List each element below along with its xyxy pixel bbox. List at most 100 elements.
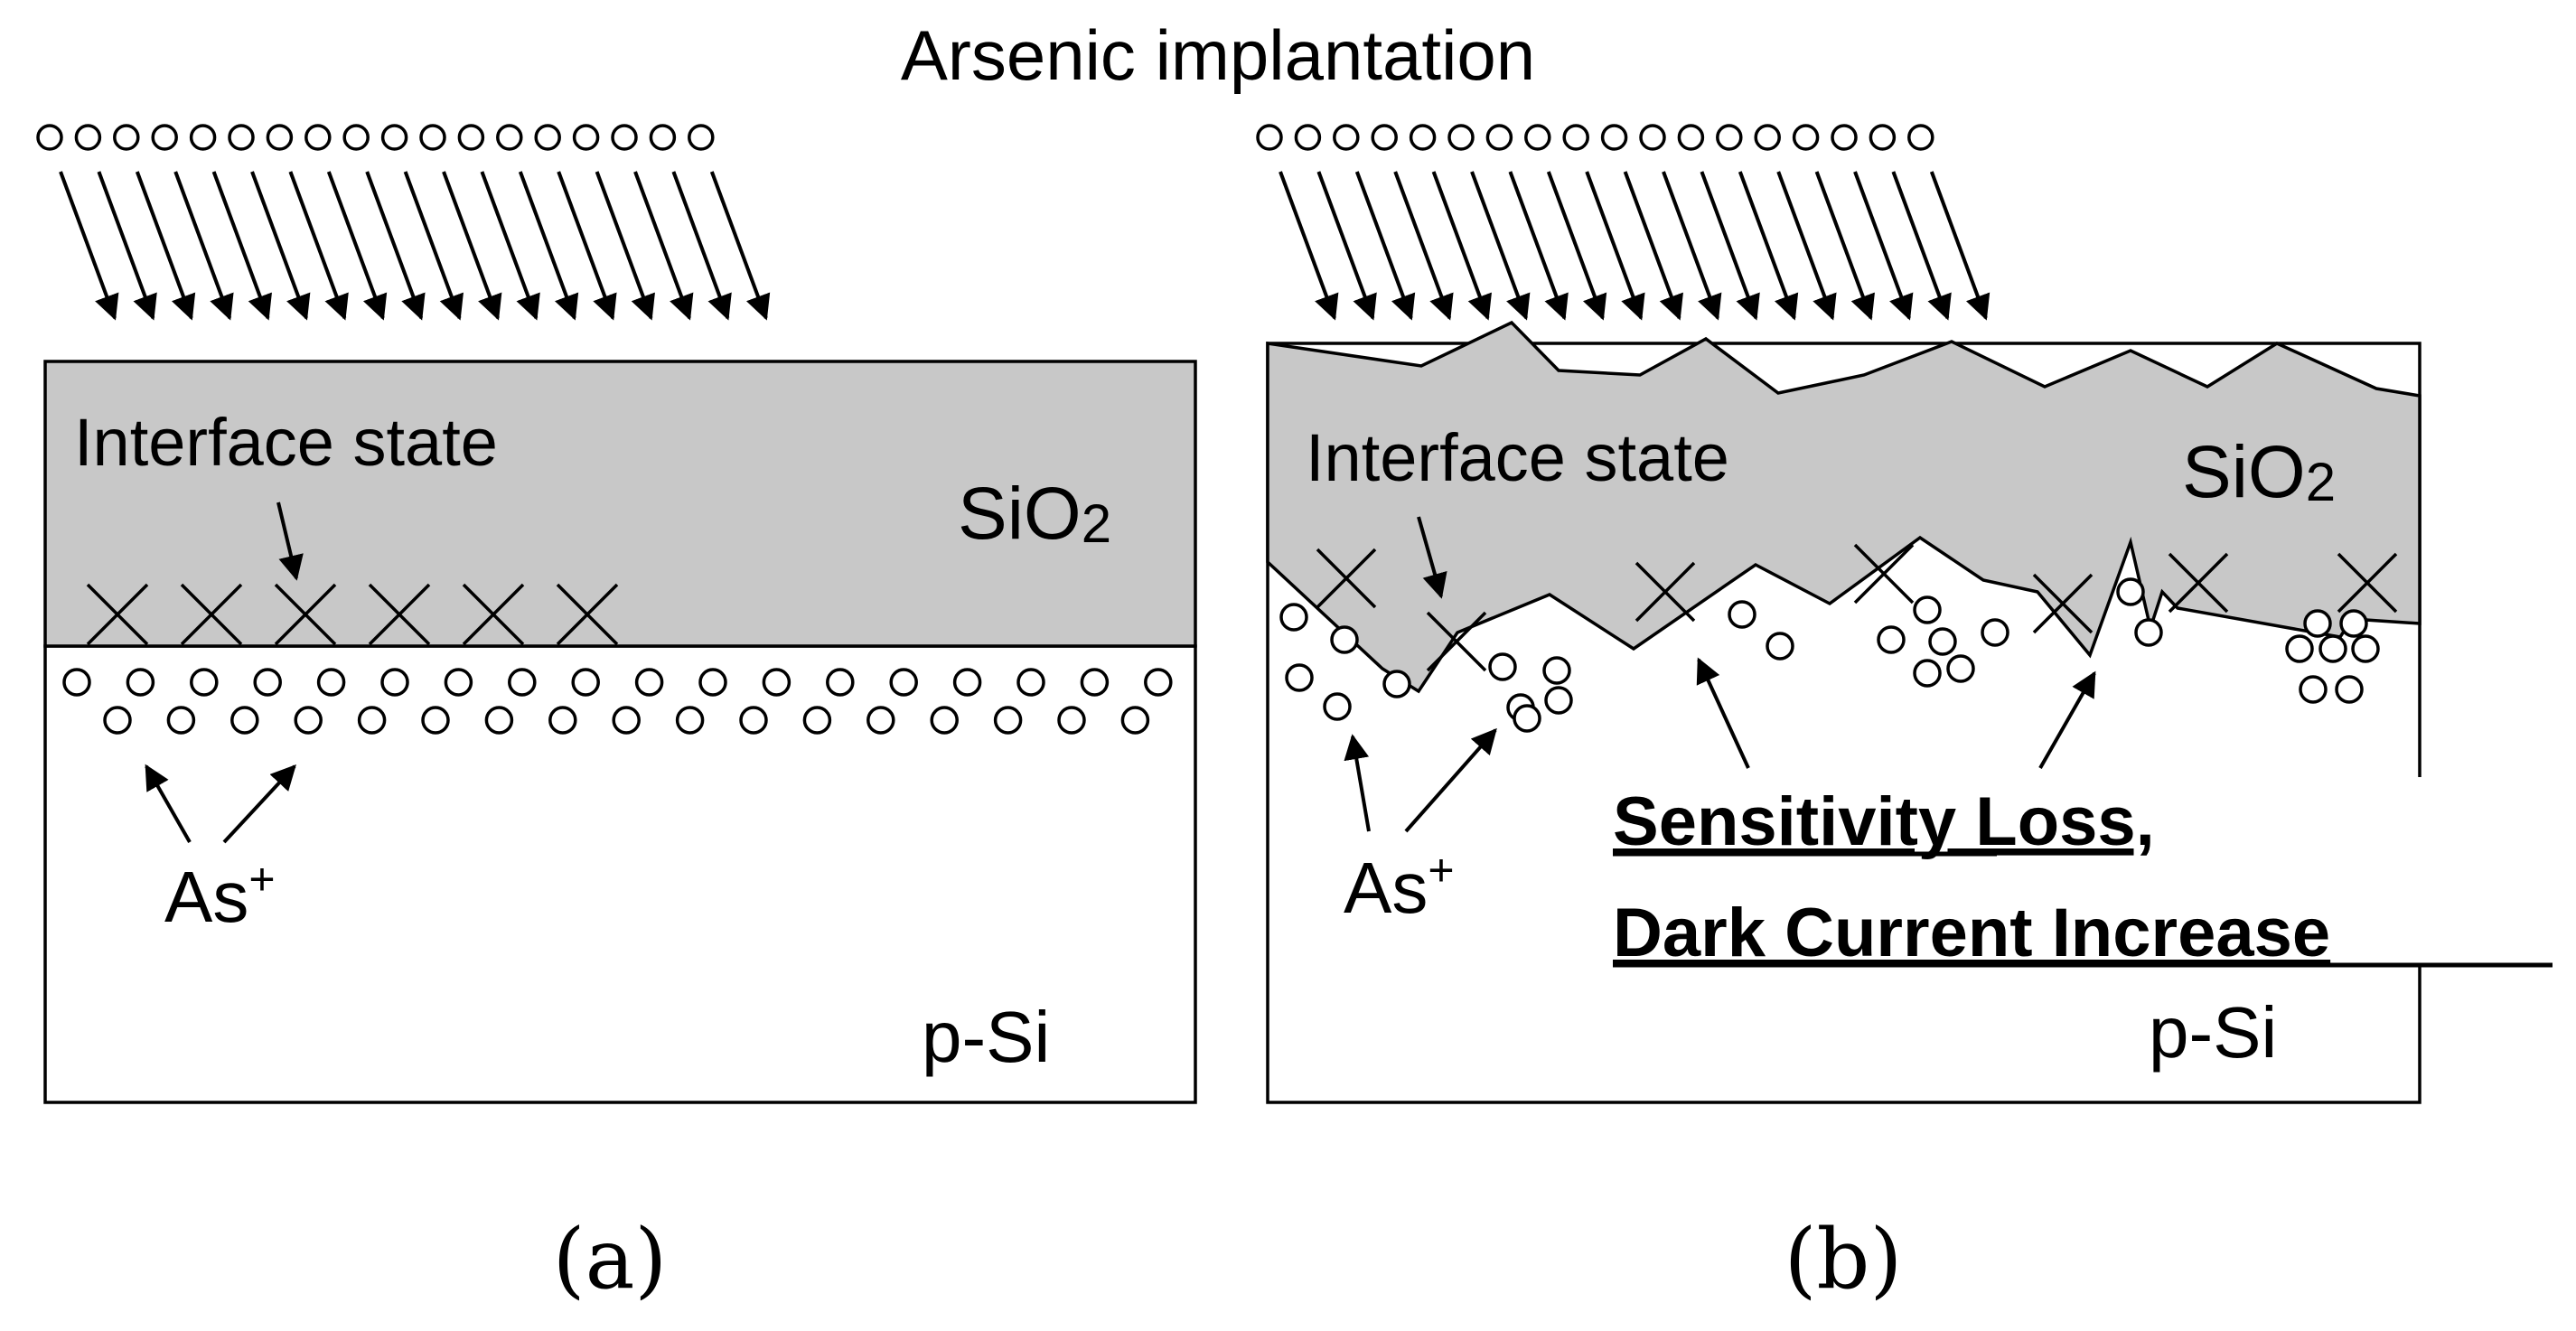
effect-pointer-right: [2038, 670, 2096, 769]
implanted-ion: [508, 668, 537, 697]
interface-state-mark-stroke-2: [1635, 561, 1696, 623]
incoming-ion: [1869, 124, 1897, 151]
implant-arrow: [1431, 171, 1492, 321]
interface-state-mark-stroke-2: [556, 583, 619, 646]
implanted-ion: [762, 668, 792, 697]
interface-state-mark: [2337, 552, 2398, 614]
implant-arrow: [97, 171, 157, 321]
implant-arrow: [1929, 171, 1991, 321]
interface-state-mark: [86, 583, 149, 646]
implant-arrow: [326, 171, 388, 321]
interface-state-mark: [2168, 552, 2229, 614]
as-ion-label-a: As+: [164, 854, 276, 937]
implanted-ion: [1913, 595, 1942, 624]
implant-arrow: [1279, 171, 1339, 321]
incoming-ions-b: [1256, 124, 1934, 151]
incoming-ions-a: [36, 124, 715, 151]
implanted-ions-a: [62, 668, 1173, 735]
incoming-ion: [1294, 124, 1322, 151]
implanted-ion: [1513, 704, 1541, 733]
incoming-ion: [457, 124, 485, 151]
implanted-ion: [357, 706, 387, 735]
implanted-ion: [993, 706, 1023, 735]
as-pointer-b-left: [1344, 734, 1371, 832]
as-pointer-b-right: [1404, 727, 1497, 833]
implanted-ion: [675, 706, 705, 735]
sio2-label-a: SiO2: [958, 473, 1111, 555]
interface-state-mark-stroke-2: [1316, 548, 1377, 609]
implant-arrow: [671, 171, 732, 321]
effect-pointer-left: [1696, 657, 1750, 769]
implant-arrow: [518, 171, 579, 321]
implanted-ion: [802, 706, 832, 735]
implanted-ion: [294, 706, 323, 735]
implant-arrow: [442, 171, 502, 321]
incoming-ion: [36, 124, 63, 151]
implanted-ion: [1544, 686, 1573, 715]
interface-state-mark: [274, 583, 337, 646]
interface-state-mark: [1853, 543, 1915, 605]
incoming-ion: [1409, 124, 1437, 151]
sio2-layer-a: [43, 360, 1197, 648]
implant-arrow: [173, 171, 234, 321]
interface-state-mark-stroke-2: [2337, 552, 2398, 614]
implanted-ion: [889, 668, 918, 697]
implanted-ion: [190, 668, 219, 697]
interface-state-mark: [556, 583, 619, 646]
implant-arrow: [1354, 171, 1416, 321]
interface-state-mark-stroke-2: [274, 583, 337, 646]
implant-arrow: [211, 171, 272, 321]
incoming-ion: [189, 124, 217, 151]
incoming-ion: [151, 124, 178, 151]
implanted-ion: [2303, 609, 2332, 638]
interface-state-mark-stroke-2: [462, 583, 525, 646]
incoming-ion: [1716, 124, 1743, 151]
implanted-ion: [1323, 692, 1352, 721]
effect-text-backing: [1604, 777, 2562, 967]
implanted-ion: [126, 668, 155, 697]
implant-arrow: [557, 171, 617, 321]
implanted-ion: [1728, 600, 1756, 629]
incoming-ion: [1371, 124, 1398, 151]
implanted-ion: [1080, 668, 1110, 697]
implant-arrow: [403, 171, 464, 321]
interface-states-a: [86, 583, 619, 646]
interface-state-mark-stroke-2: [2032, 573, 2094, 634]
implant-arrow: [480, 171, 540, 321]
implanted-ion: [2134, 618, 2163, 647]
implant-arrow: [1316, 171, 1377, 321]
incoming-ion: [1639, 124, 1666, 151]
implanted-ion: [2285, 634, 2314, 663]
implant-arrow: [1853, 171, 1914, 321]
implanted-ion: [952, 668, 982, 697]
incoming-ion: [688, 124, 715, 151]
incoming-ion: [1907, 124, 1934, 151]
implanted-ion: [380, 668, 409, 697]
implanted-ion: [103, 706, 132, 735]
implanted-ion: [1382, 670, 1411, 698]
incoming-ion: [1792, 124, 1820, 151]
incoming-ion: [572, 124, 600, 151]
incoming-ion: [1485, 124, 1513, 151]
implanted-ion: [2335, 675, 2364, 704]
implanted-ion: [571, 668, 600, 697]
implant-arrow: [135, 171, 196, 321]
incoming-ion: [1524, 124, 1551, 151]
implanted-ion: [2299, 675, 2328, 704]
implanted-ion: [1330, 625, 1359, 654]
interface-state-mark-stroke-2: [86, 583, 149, 646]
incoming-ion: [496, 124, 523, 151]
incoming-ion: [1447, 124, 1475, 151]
implanted-ion: [1488, 652, 1517, 681]
implant-arrow: [633, 171, 694, 321]
implanted-ion: [2318, 634, 2347, 663]
implant-arrow: [1738, 171, 1799, 321]
incoming-ion: [1754, 124, 1781, 151]
p-si-label-b: p-Si: [2149, 992, 2277, 1073]
implanted-ion: [698, 668, 727, 697]
incoming-ion: [380, 124, 408, 151]
implanted-ion: [930, 706, 959, 735]
interface-state-label-b: Interface state: [1306, 420, 1729, 495]
incoming-ion: [74, 124, 102, 151]
interface-state-pointer-b: [1417, 516, 1447, 599]
